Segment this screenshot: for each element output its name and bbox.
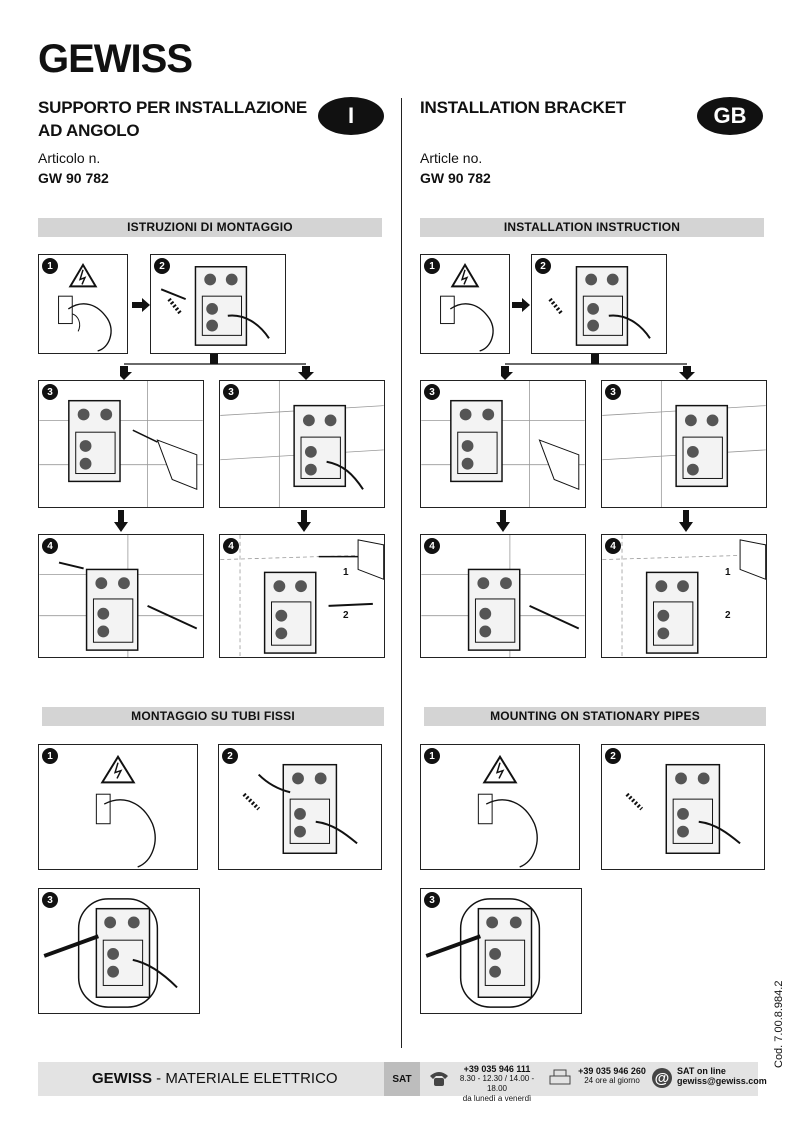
gewiss-logo: GEWISS	[38, 37, 213, 81]
illustration-drill-wall: 3	[420, 380, 586, 508]
phone-number-2: +39 035 946 260	[578, 1066, 646, 1076]
drill-label-1: 1	[725, 567, 731, 578]
online-email[interactable]: gewiss@gewiss.com	[677, 1076, 767, 1086]
title-it-line1: SUPPORTO PER INSTALLAZIONE	[38, 98, 308, 117]
illustration-cable-insert: 2	[601, 744, 765, 870]
flow-branch-lines	[116, 354, 320, 380]
illustration-drill-wall: 3	[38, 380, 204, 508]
fax-icon	[548, 1068, 572, 1091]
step-number: 4	[605, 538, 621, 554]
step-number: 1	[424, 258, 440, 274]
illustration-mark-wall: 3	[219, 380, 385, 508]
phone-icon	[428, 1068, 450, 1093]
illustration-switch-off: 1	[420, 744, 580, 870]
illustration-drill-holes: 4 1 2	[219, 534, 385, 658]
language-badge-gb: GB	[697, 97, 763, 135]
phone-block-2: +39 035 946 260 24 ore al giorno	[574, 1066, 650, 1086]
illustration-cable-insert: 2	[218, 744, 382, 870]
illustration-cable-insert: 2	[150, 254, 286, 354]
phone-number-1: +39 035 946 111	[463, 1064, 531, 1074]
step-number: 2	[535, 258, 551, 274]
illustration-pipe-mount: 3	[420, 888, 582, 1014]
step-number: 3	[605, 384, 621, 400]
step-number: 3	[42, 892, 58, 908]
phone-note: 24 ore al giorno	[584, 1076, 640, 1085]
step-number: 3	[424, 892, 440, 908]
footer-brand: GEWISS - MATERIALE ELETTRICO	[92, 1070, 338, 1087]
step-number: 2	[222, 748, 238, 764]
at-icon: @	[652, 1068, 672, 1088]
article-code-gb: GW 90 782	[420, 170, 491, 186]
drill-label-2: 2	[725, 610, 731, 621]
online-block: SAT on line gewiss@gewiss.com	[677, 1066, 767, 1086]
footer-brand-name: GEWISS	[92, 1070, 153, 1087]
step-number: 1	[42, 748, 58, 764]
online-label: SAT on line	[677, 1066, 726, 1076]
footer-brand-suffix: - MATERIALE ELETTRICO	[152, 1070, 338, 1087]
step-number: 2	[154, 258, 170, 274]
arrow-right-icon	[512, 298, 530, 317]
document-code: Cod. 7.00.8.984.2	[773, 980, 785, 1068]
title-it-line2: AD ANGOLO	[38, 121, 140, 140]
sat-label: SAT	[384, 1062, 420, 1096]
step-number: 3	[42, 384, 58, 400]
illustration-cable-insert: 2	[531, 254, 667, 354]
article-code-it: GW 90 782	[38, 170, 109, 186]
illustration-screws: 4	[420, 534, 586, 658]
drill-label-1: 1	[343, 567, 349, 578]
step-number: 1	[424, 748, 440, 764]
step-number: 3	[223, 384, 239, 400]
step-number: 2	[605, 748, 621, 764]
step-number: 4	[42, 538, 58, 554]
arrow-down-icon	[496, 510, 510, 537]
title-gb: INSTALLATION BRACKET	[420, 98, 626, 117]
phone-block-1: +39 035 946 111 8.30 - 12.30 / 14.00 - 1…	[452, 1064, 542, 1104]
language-badge-it: I	[318, 97, 384, 135]
phone-hours: 8.30 - 12.30 / 14.00 - 18.00	[459, 1074, 535, 1093]
arrow-right-icon	[132, 298, 150, 317]
illustration-switch-off: 1	[420, 254, 510, 354]
illustration-switch-off: 1	[38, 744, 198, 870]
section-bar-installation-gb: INSTALLATION INSTRUCTION	[420, 218, 764, 237]
section-bar-pipes-it: MONTAGGIO SU TUBI FISSI	[42, 707, 384, 726]
illustration-mark-wall: 3	[601, 380, 767, 508]
illustration-drill-holes: 4 1 2	[601, 534, 767, 658]
section-bar-installation-it: ISTRUZIONI DI MONTAGGIO	[38, 218, 382, 237]
arrow-down-icon	[297, 510, 311, 537]
title-it: SUPPORTO PER INSTALLAZIONE AD ANGOLO	[38, 96, 307, 142]
step-number: 1	[42, 258, 58, 274]
center-divider	[401, 98, 402, 1048]
phone-days: da lunedì a venerdì	[462, 1094, 532, 1103]
flow-branch-lines	[497, 354, 701, 380]
illustration-screws: 4	[38, 534, 204, 658]
svg-text:GEWISS: GEWISS	[38, 38, 192, 78]
drill-label-2: 2	[343, 610, 349, 621]
step-number: 4	[223, 538, 239, 554]
step-number: 3	[424, 384, 440, 400]
illustration-switch-off: 1	[38, 254, 128, 354]
step-number: 4	[424, 538, 440, 554]
article-label-gb: Article no.	[420, 150, 483, 166]
article-label-it: Articolo n.	[38, 150, 101, 166]
section-bar-pipes-gb: MOUNTING ON STATIONARY PIPES	[424, 707, 766, 726]
illustration-pipe-mount: 3	[38, 888, 200, 1014]
arrow-down-icon	[679, 510, 693, 537]
arrow-down-icon	[114, 510, 128, 537]
